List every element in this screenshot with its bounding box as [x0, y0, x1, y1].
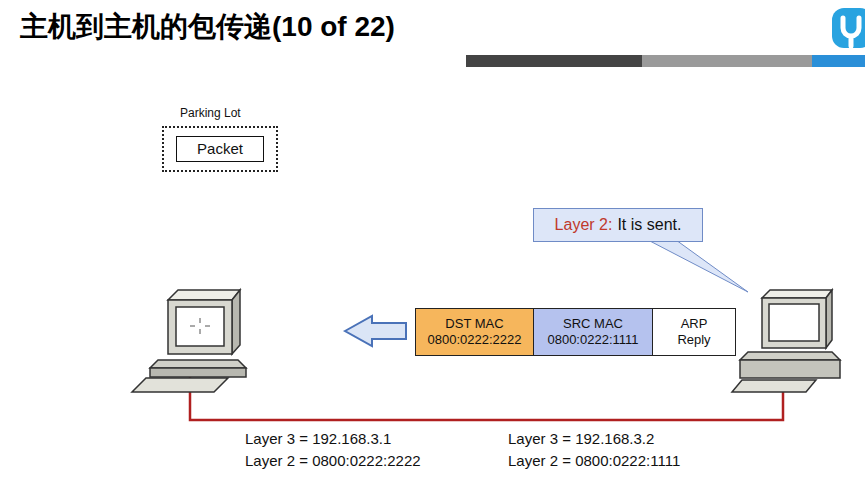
node-text: 0800:0222:1111 [547, 332, 638, 348]
address-label: Layer 3 = 192.168.3.2 [508, 430, 654, 447]
node-text: SRC MAC [563, 316, 623, 332]
direction-arrow [345, 316, 406, 346]
node-text: It is sent. [617, 215, 681, 236]
frame-field: SRC MAC0800:0222:1111 [533, 308, 653, 356]
network-cable [190, 376, 783, 420]
callout-bubble: Layer 2:It is sent. [533, 208, 703, 242]
packet-box: Packet [176, 136, 264, 162]
address-label: Layer 2 = 0800:0222:1111 [508, 452, 680, 469]
node-text: Packet [197, 139, 243, 159]
address-label: Layer 3 = 192.168.3.1 [245, 430, 391, 447]
frame-field: ARP Reply [652, 308, 736, 356]
node-text: ARP Reply [669, 316, 719, 347]
header-bar [466, 55, 642, 67]
node-text: DST MAC [445, 316, 503, 332]
slide-title: 主机到主机的包传递(10 of 22) [20, 8, 395, 46]
header-bar [812, 55, 865, 67]
address-label: Layer 2 = 0800:0222:2222 [245, 452, 421, 469]
header-bar [642, 55, 812, 67]
node-text: 0800:0222:2222 [428, 332, 522, 348]
computer-icon [732, 290, 840, 392]
logo [832, 8, 865, 48]
callout-tail [648, 240, 748, 292]
computer-icon [132, 290, 246, 392]
layer-tag: Layer 2: [555, 215, 613, 236]
parking-lot: Parking LotPacket [162, 126, 278, 172]
group-heading: Parking Lot [180, 106, 241, 122]
frame-field: DST MAC0800:0222:2222 [415, 308, 534, 356]
